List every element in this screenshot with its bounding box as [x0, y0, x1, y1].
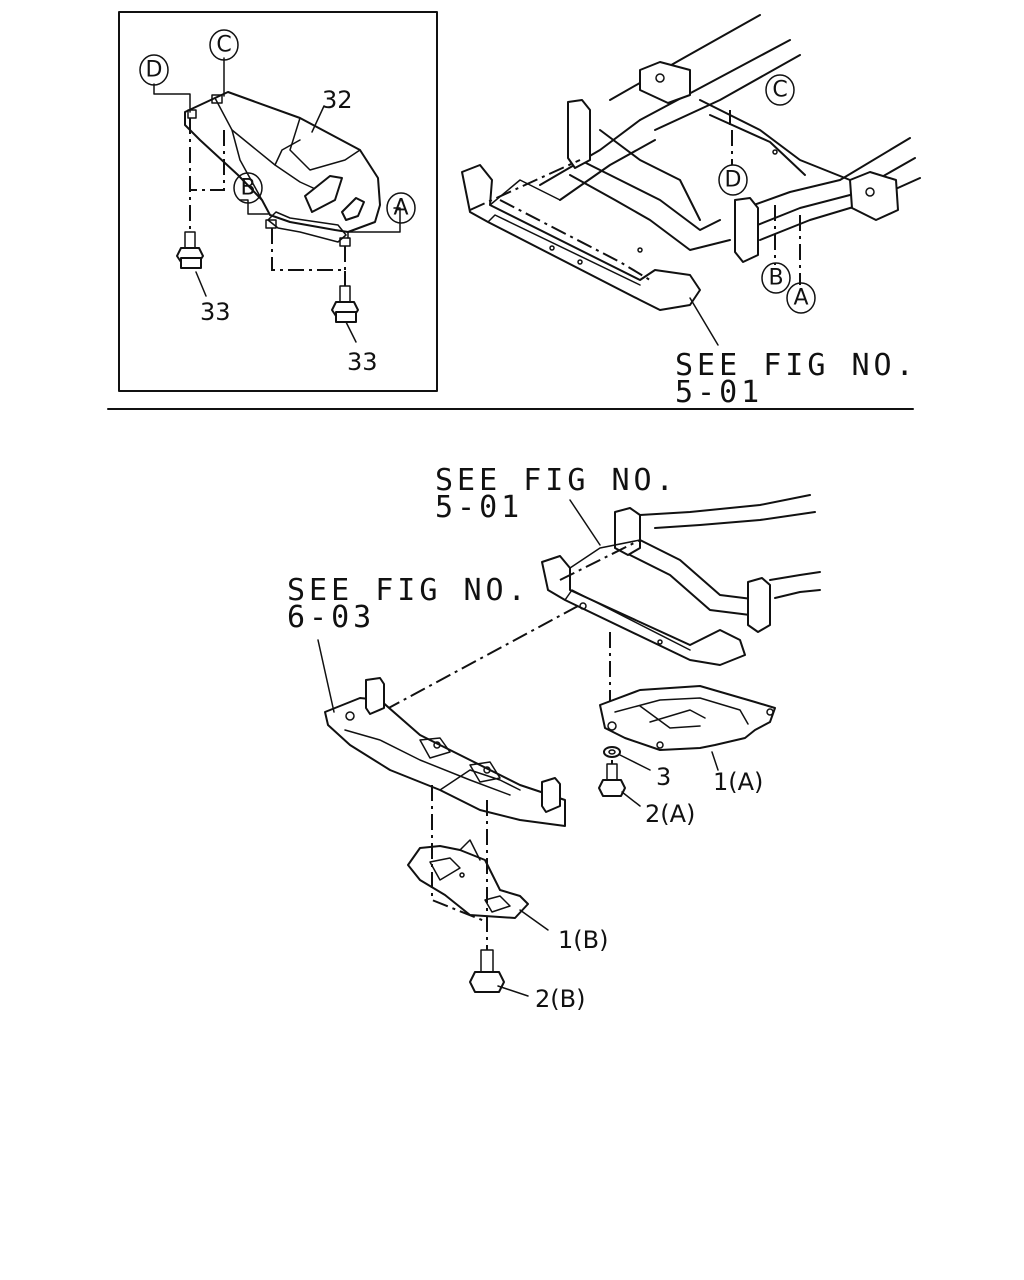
- detail-callout-A: A: [386, 192, 416, 224]
- bolt-2B: [469, 949, 505, 993]
- part-label-33-left: 33: [200, 298, 231, 326]
- detail-inset-border: [118, 11, 438, 392]
- svg-text:D: D: [725, 168, 742, 193]
- part-label-2A: 2(A): [645, 800, 695, 828]
- detail-inset: D C B A 32 33 33: [118, 11, 438, 392]
- svg-text:B: B: [240, 176, 255, 201]
- bolt-33-right: [331, 285, 359, 323]
- svg-text:A: A: [793, 286, 808, 311]
- part-label-32: 32: [322, 86, 353, 114]
- top-frame-drawing: C D B A SEE FIG NO. 5-01: [461, 14, 921, 410]
- bracket-32-drawing: [184, 91, 381, 247]
- part-label-3: 3: [656, 763, 671, 791]
- part-label-2B: 2(B): [535, 985, 585, 1013]
- see-fig-ref-top-line1: SEE FIG NO.: [675, 348, 918, 383]
- frame-callout-D: D: [718, 164, 748, 196]
- svg-text:A: A: [393, 196, 408, 221]
- see-fig-ref-top-line2: 5-01: [675, 375, 763, 410]
- frame-callout-C: C: [765, 74, 795, 106]
- detail-callout-D: D: [139, 54, 169, 86]
- bolt-2A: [598, 763, 626, 797]
- part-label-1B: 1(B): [558, 926, 608, 954]
- detail-callout-B: B: [233, 172, 263, 204]
- see-fig-ref-bottom-a-line2: 5-01: [435, 490, 523, 525]
- svg-text:C: C: [772, 78, 787, 103]
- washer-3: [603, 746, 621, 758]
- detail-callout-C: C: [209, 29, 239, 61]
- part-label-33-right: 33: [347, 348, 378, 376]
- see-fig-ref-bottom-b-line1: SEE FIG NO.: [287, 573, 530, 608]
- part-label-1A: 1(A): [713, 768, 763, 796]
- svg-text:B: B: [768, 266, 783, 291]
- bottom-assembly-drawing: SEE FIG NO. 5-01 SEE FIG NO. 6-03 3 1(A)…: [287, 463, 821, 1013]
- see-fig-ref-bottom-a-line1: SEE FIG NO.: [435, 463, 678, 498]
- svg-text:D: D: [146, 58, 163, 83]
- frame-callout-A: A: [786, 282, 816, 314]
- see-fig-ref-bottom-b-line2: 6-03: [287, 600, 375, 635]
- svg-text:C: C: [216, 33, 231, 58]
- bolt-33-left: [176, 231, 204, 269]
- frame-callout-B: B: [761, 262, 791, 294]
